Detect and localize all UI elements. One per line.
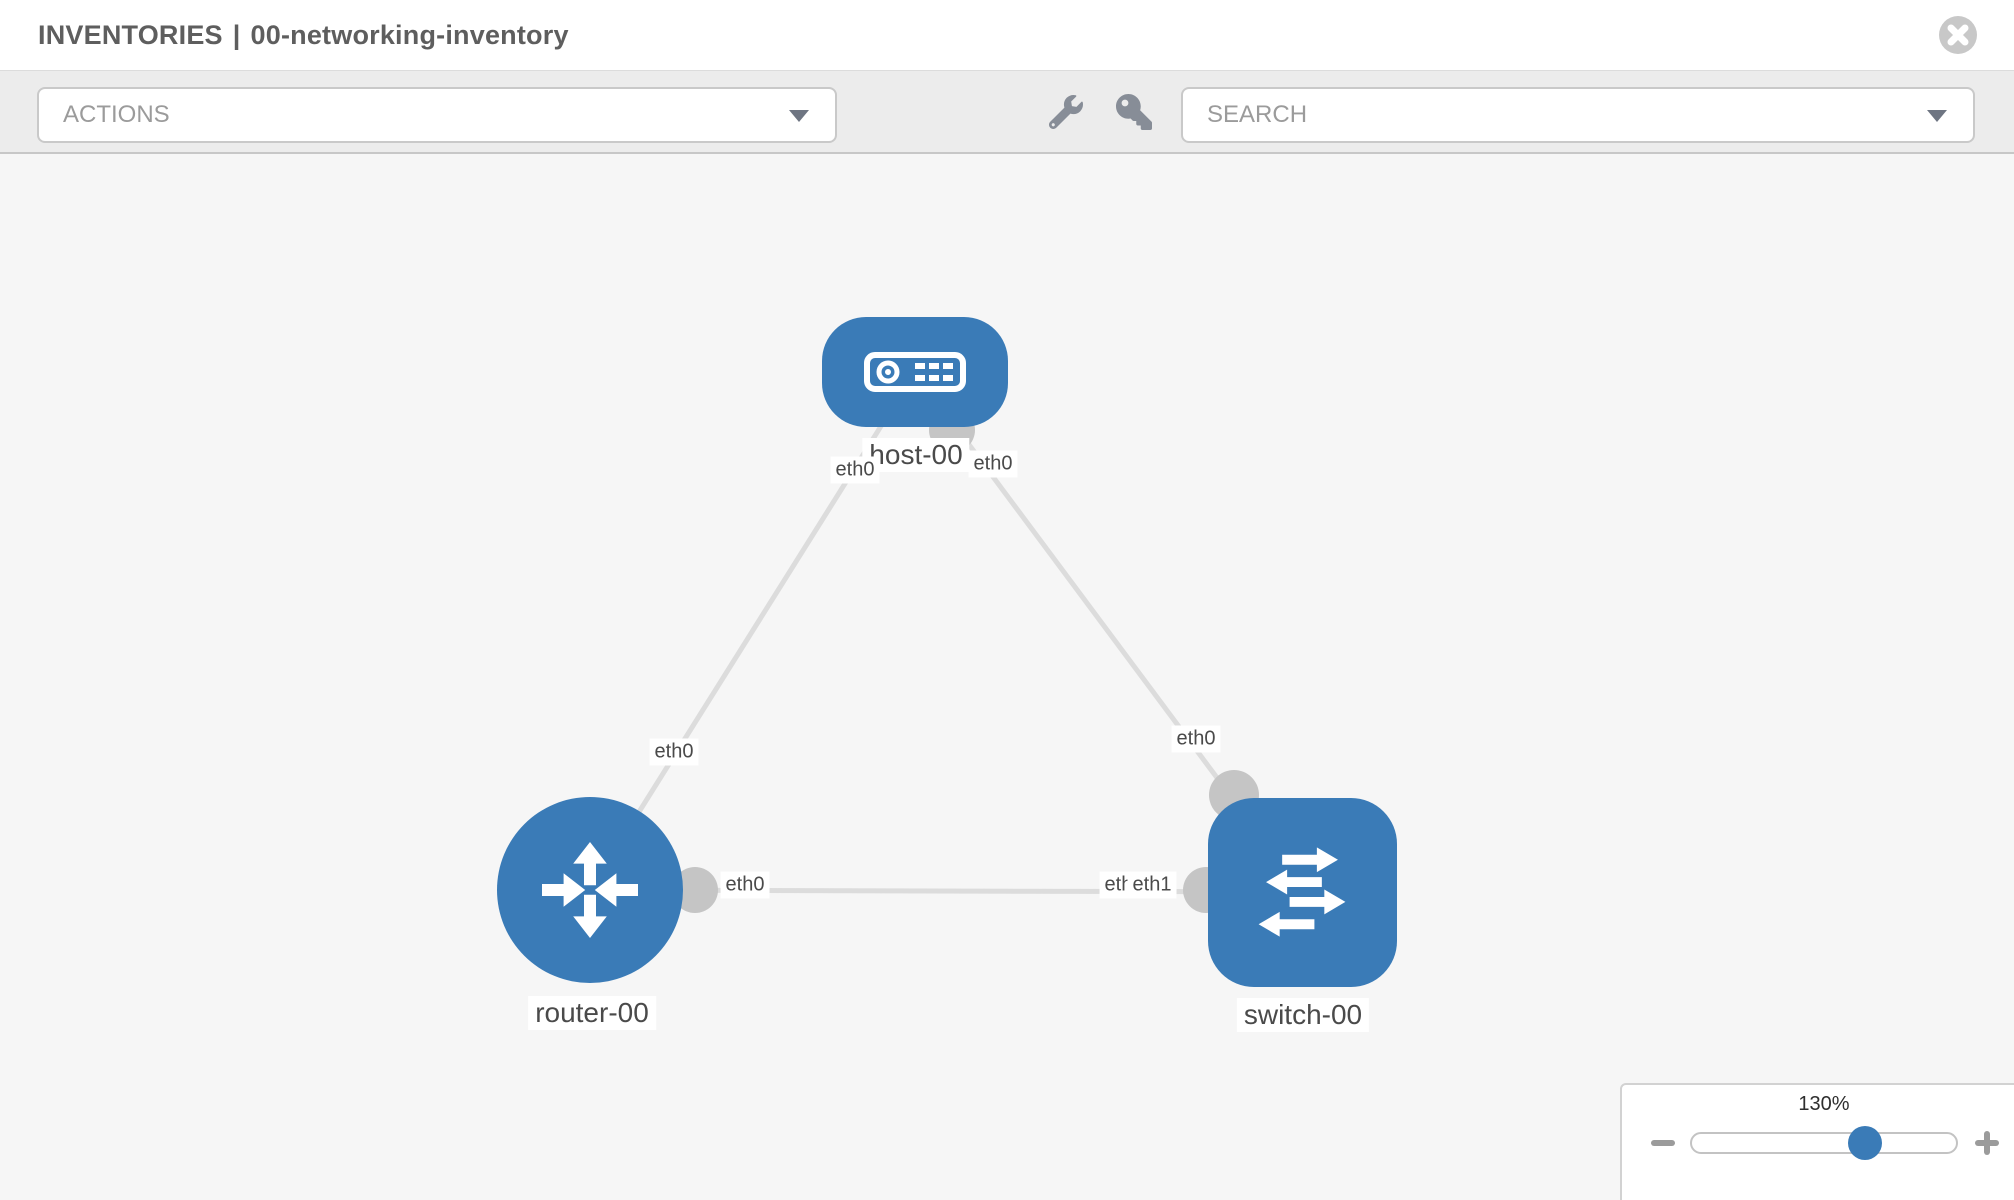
router-icon [542,842,638,938]
zoom-control-panel: 130% [1620,1083,2014,1200]
toolbar: ACTIONS SEARCH [0,71,2014,154]
actions-dropdown-label: ACTIONS [63,101,170,128]
interface-label: eth0 [1171,725,1221,753]
wrench-icon [1048,94,1083,132]
interface-label: eth0 [968,450,1018,478]
page-title: INVENTORIES | 00-networking-inventory [38,0,569,71]
breadcrumb-separator: | [232,20,241,50]
node-label-host-00: host-00 [862,438,970,472]
server-icon [864,352,966,392]
topology-links-layer [587,370,1305,913]
close-icon [1938,16,1978,58]
interface-label: eth0 [720,871,770,899]
key-icon [1116,93,1152,133]
interface-label: eth1 [1127,871,1177,899]
zoom-in-button[interactable] [1968,1125,2006,1163]
node-host-00[interactable] [822,317,1008,427]
node-label-switch-00: switch-00 [1236,998,1370,1032]
node-switch-00[interactable] [1207,797,1397,987]
minus-icon [1648,1128,1678,1161]
plus-icon [1972,1128,2002,1161]
breadcrumb-section: INVENTORIES [38,20,223,50]
search-dropdown[interactable]: SEARCH [1181,87,1975,143]
zoom-slider-thumb[interactable] [1848,1126,1882,1160]
search-dropdown-label: SEARCH [1207,101,1308,128]
node-router-00[interactable] [497,797,683,983]
credentials-button[interactable] [1114,93,1154,133]
close-button[interactable] [1938,15,1978,55]
chevron-down-icon [789,110,809,122]
zoom-out-button[interactable] [1644,1125,1682,1163]
switch-icon [1258,847,1346,937]
node-label-router-00: router-00 [528,996,656,1030]
zoom-slider[interactable] [1690,1126,1958,1160]
zoom-level-value: 130% [1798,1093,1850,1115]
configure-button[interactable] [1046,93,1086,133]
topology-canvas[interactable]: host-00 router-00 switch-00 eth0 eth0 eth0 eth… [0,154,2014,1200]
chevron-down-icon [1927,110,1947,122]
interface-label: eth0 [649,738,699,766]
inventory-name: 00-networking-inventory [250,20,569,50]
actions-dropdown[interactable]: ACTIONS [37,87,837,143]
interface-label: eth0 [830,456,880,484]
header-bar: INVENTORIES | 00-networking-inventory [0,0,2014,71]
interface-port [672,867,718,913]
